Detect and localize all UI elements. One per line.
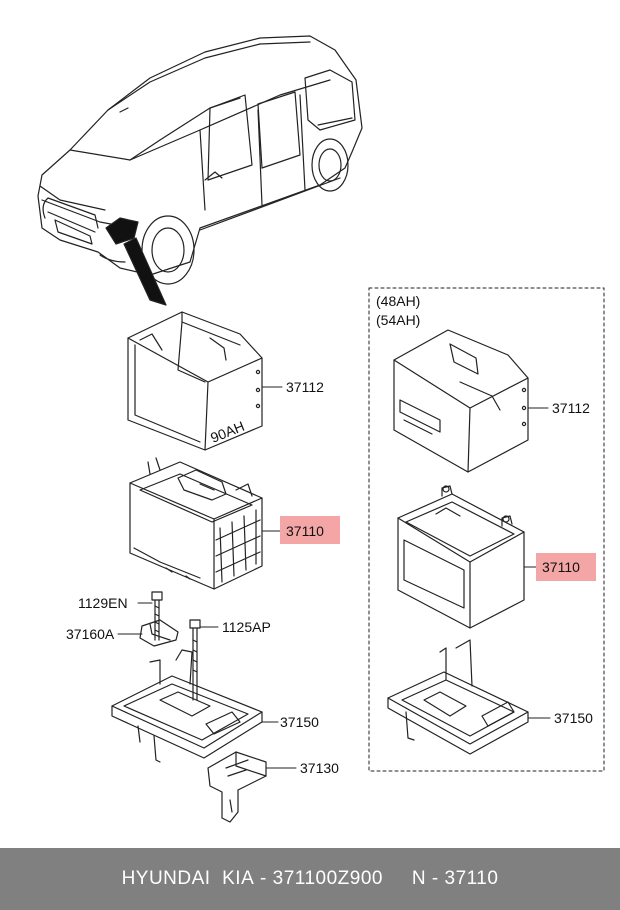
label-54ah: (54AH)	[376, 312, 420, 328]
label-37112-right: 37112	[552, 400, 590, 416]
vehicle-illustration	[37, 35, 363, 285]
footer-n-label: N	[411, 868, 427, 889]
footer-gap	[383, 868, 412, 890]
bolt-1129en	[151, 591, 163, 641]
label-37150-left: 37150	[280, 714, 319, 730]
battery-tray-left	[111, 649, 263, 763]
battery-left	[129, 457, 263, 590]
label-48ah: (48AH)	[376, 293, 420, 309]
label-37160a: 37160A	[66, 626, 115, 642]
label-37110-right: 37110	[542, 559, 580, 575]
parts-diagram: 90AH	[37, 35, 605, 823]
battery-box-left	[127, 311, 263, 451]
leader-lines	[117, 386, 551, 769]
battery-box-right	[393, 329, 529, 473]
footer-brand: HYUNDAI KIA	[121, 868, 255, 889]
box-stamp: 90AH	[208, 418, 246, 446]
label-37110-left: 37110	[286, 523, 324, 539]
bracket-37130	[207, 751, 267, 823]
highlight-box-right	[536, 553, 596, 581]
label-37112-left: 37112	[286, 379, 324, 395]
label-1125ap: 1125AP	[222, 619, 271, 635]
label-37150-right: 37150	[554, 710, 593, 726]
footer-separator-2: -	[426, 868, 445, 889]
battery-right	[397, 485, 525, 629]
footer-separator: -	[254, 868, 273, 889]
clamp-37160a	[139, 619, 179, 647]
part-number-footer: HYUNDAI KIA - 371100Z900 N - 37110	[0, 848, 620, 910]
footer-n-code: 37110	[444, 868, 499, 889]
label-37130: 37130	[300, 760, 339, 776]
alternative-parts-frame	[368, 287, 605, 772]
label-1129en: 1129EN	[78, 595, 128, 611]
highlight-box-left	[280, 516, 340, 544]
battery-tray-right	[387, 639, 529, 755]
footer-part-number: 371100Z900	[272, 868, 383, 889]
bolt-1125ap	[189, 619, 201, 701]
